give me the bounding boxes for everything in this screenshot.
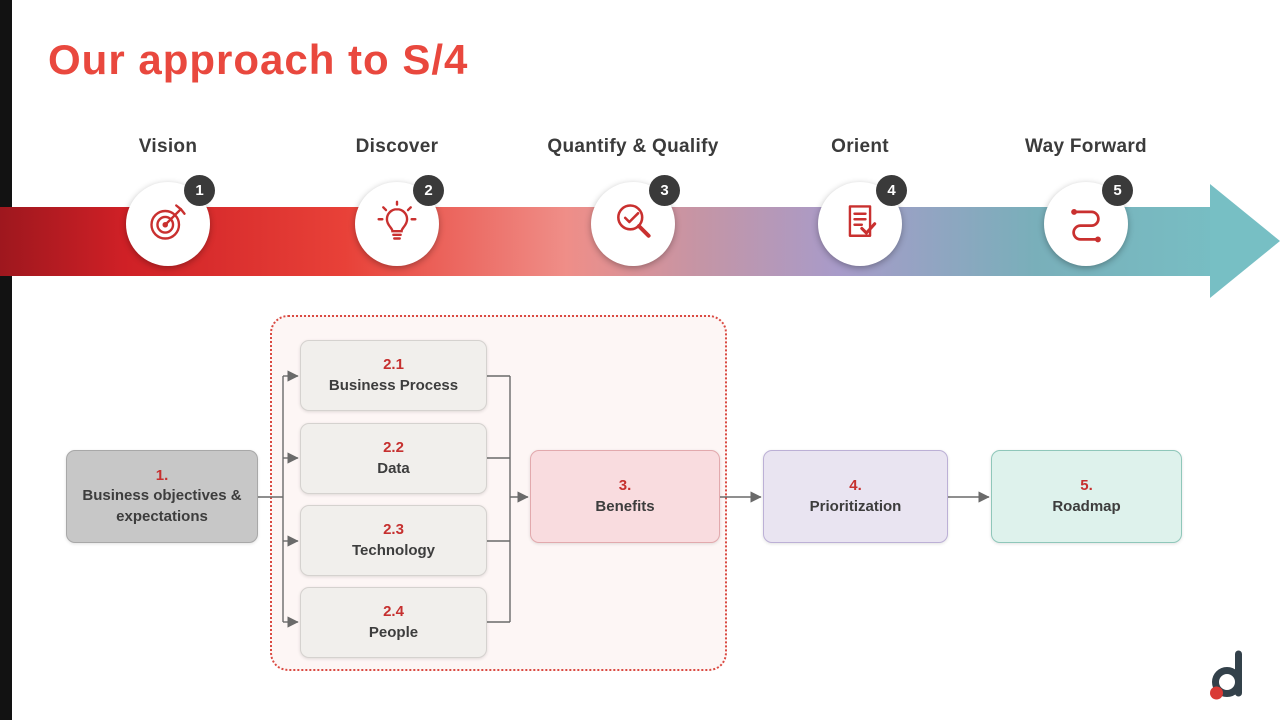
- timeline-arrowhead-icon: [1210, 184, 1280, 298]
- phase-number-badge: 2: [413, 175, 444, 206]
- phase-number-badge: 5: [1102, 175, 1133, 206]
- phase-circle: 4: [818, 175, 907, 266]
- phase-number-badge: 1: [184, 175, 215, 206]
- flow-box-technology: 2.3 Technology: [300, 505, 487, 576]
- phase-circle: 1: [126, 175, 215, 266]
- flow-box-label: Data: [377, 459, 410, 477]
- flow-box-label: Business Process: [328, 376, 459, 394]
- phase-label: Discover: [355, 136, 439, 157]
- flow-box-people: 2.4 People: [300, 587, 487, 658]
- flow-box-business-process: 2.1 Business Process: [300, 340, 487, 411]
- phase-number-badge: 3: [649, 175, 680, 206]
- flow-box-number: 3.: [618, 477, 632, 495]
- flow-box-label: People: [368, 623, 419, 641]
- slide-title: Our approach to S/4: [48, 36, 469, 83]
- flow-box-number: 1.: [155, 467, 169, 485]
- magnifier-check-icon: [611, 200, 655, 249]
- phase-way-forward: Way Forward 5: [976, 136, 1196, 266]
- flow-box-label: Business objectives & expectations: [82, 487, 242, 525]
- phase-circle: 2: [355, 175, 444, 266]
- left-edge-bar: [0, 0, 12, 720]
- flow-box-prioritization: 4. Prioritization: [763, 450, 948, 543]
- route-icon: [1064, 200, 1108, 249]
- flow-box-number: 2.2: [383, 439, 404, 457]
- phase-vision: Vision 1: [58, 136, 278, 266]
- phase-label: Quantify & Qualify: [547, 136, 719, 157]
- phase-label: Vision: [138, 136, 198, 157]
- flow-box-benefits: 3. Benefits: [530, 450, 720, 543]
- phase-circle: 5: [1044, 175, 1133, 266]
- target-icon: [146, 200, 190, 249]
- flow-box-label: Technology: [351, 541, 436, 559]
- flow-box-objectives: 1. Business objectives & expectations: [66, 450, 258, 543]
- checklist-icon: [838, 200, 882, 249]
- flow-box-data: 2.2 Data: [300, 423, 487, 494]
- phase-circle: 3: [591, 175, 680, 266]
- flow-box-roadmap: 5. Roadmap: [991, 450, 1182, 543]
- phase-label: Orient: [831, 136, 889, 157]
- phase-number-badge: 4: [876, 175, 907, 206]
- flow-box-number: 2.1: [383, 356, 404, 374]
- company-logo-icon: [1208, 650, 1254, 707]
- flow-box-label: Prioritization: [809, 497, 902, 515]
- phase-discover: Discover 2: [287, 136, 507, 266]
- lightbulb-icon: [375, 200, 419, 249]
- phase-label: Way Forward: [1025, 136, 1147, 157]
- phase-quantify-qualify: Quantify & Qualify 3: [523, 136, 743, 266]
- flow-box-number: 2.4: [383, 603, 404, 621]
- flow-box-label: Roadmap: [1052, 497, 1121, 515]
- flow-box-number: 2.3: [383, 521, 404, 539]
- flow-box-number: 5.: [1080, 477, 1093, 495]
- phase-orient: Orient 4: [750, 136, 970, 266]
- flow-box-number: 4.: [849, 477, 862, 495]
- flow-box-label: Benefits: [595, 497, 655, 515]
